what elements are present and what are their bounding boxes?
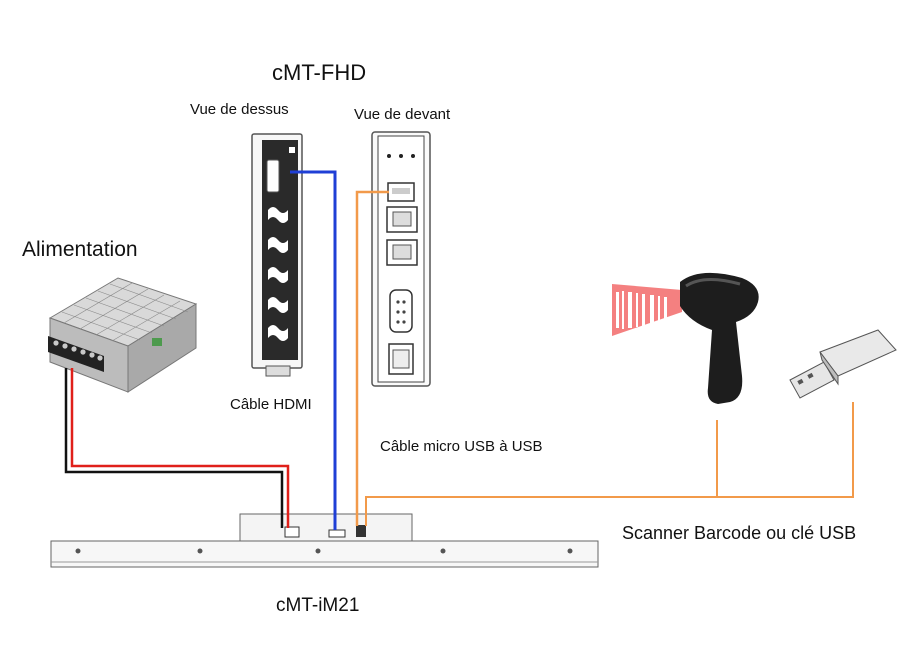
hdmi-cable-label: Câble HDMI [230, 396, 312, 413]
power-supply-label: Alimentation [22, 238, 138, 261]
usb-cable [355, 190, 389, 526]
scanner-label: Scanner Barcode ou clé USB [622, 523, 857, 543]
cmt-fhd-top-view [251, 133, 303, 377]
device-title: cMT-FHD [272, 60, 367, 85]
power-supply-unit [48, 277, 198, 393]
power-cable [64, 368, 290, 528]
hdmi-cable [290, 170, 337, 530]
top-view-label: Vue de dessus [190, 101, 289, 118]
front-view-label: Vue de devant [354, 106, 451, 123]
usb-hub-cable [365, 402, 854, 526]
cmt-im21-panel [50, 513, 599, 568]
barcode-scanner [612, 272, 759, 404]
usb-cable-label: Câble micro USB à USB [380, 438, 543, 455]
cmt-fhd-front-view [371, 131, 431, 387]
usb-key [789, 329, 897, 399]
panel-label: cMT-iM21 [276, 595, 360, 616]
